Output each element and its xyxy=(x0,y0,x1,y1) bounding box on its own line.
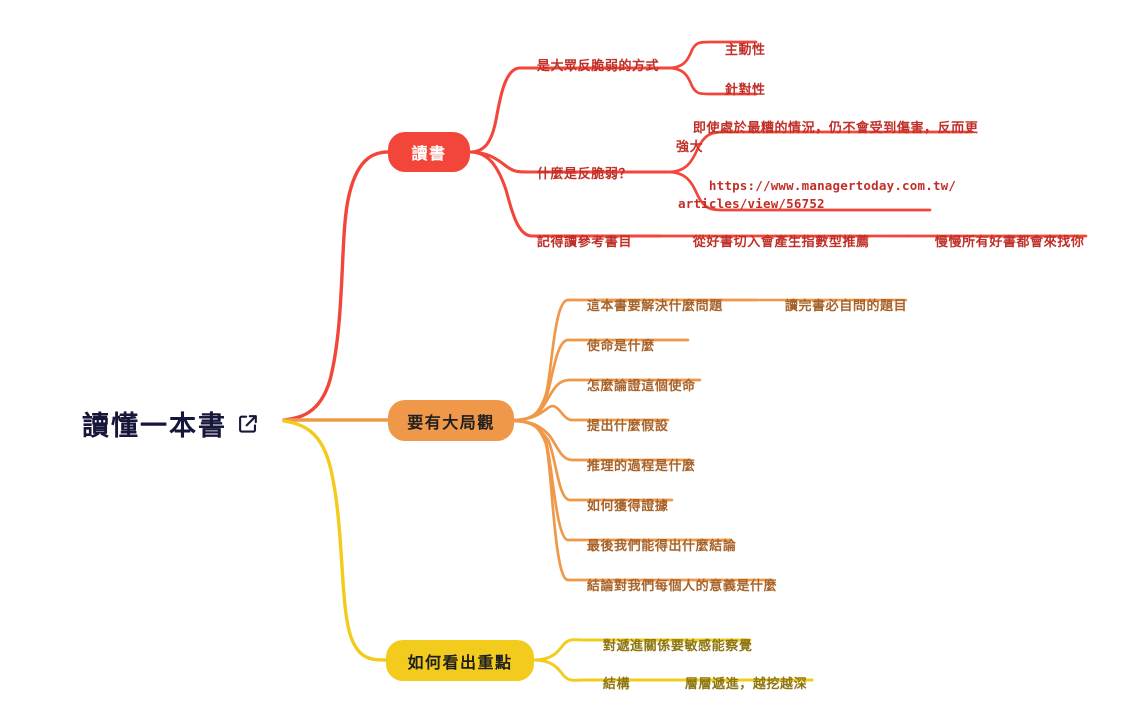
node-orange-4-label: 提出什麼假設 xyxy=(586,417,669,433)
node-orange-2-label: 使命是什麼 xyxy=(586,337,655,353)
node-red-1-2-label: 針對性 xyxy=(724,81,766,97)
node-red-1-label: 是大眾反脆弱的方式 xyxy=(536,57,660,73)
trunk-red xyxy=(282,150,390,422)
node-orange-3[interactable]: 怎麼論證這個使命 xyxy=(570,358,696,415)
node-orange-3-label: 怎麼論證這個使命 xyxy=(586,377,696,393)
node-red-3-1-1[interactable]: 慢慢所有好書都會來找你 xyxy=(918,214,1084,271)
node-yellow-2-label: 結構 xyxy=(602,675,631,691)
node-red-3[interactable]: 記得讀參考書目 xyxy=(520,214,632,271)
node-orange-4[interactable]: 提出什麼假設 xyxy=(570,398,668,455)
node-red-2[interactable]: 什麼是反脆弱？ xyxy=(520,146,632,203)
node-orange-1[interactable]: 這本書要解決什麼問題 xyxy=(570,278,723,335)
node-orange-1-1[interactable]: 讀完書必自問的題目 xyxy=(768,278,907,335)
branch-node-key-points[interactable]: 如何看出重點 xyxy=(386,640,534,681)
node-orange-5[interactable]: 推理的過程是什麼 xyxy=(570,438,696,495)
branch-node-key-points-label: 如何看出重點 xyxy=(407,654,513,672)
node-red-1-1[interactable]: 主動性 xyxy=(708,22,766,79)
branch-node-reading-label: 讀書 xyxy=(411,146,447,163)
node-red-2-1[interactable]: 即使處於最糟的情況，仍不會受到傷害，反而更 強大 xyxy=(676,100,979,175)
node-red-3-1-1-label: 慢慢所有好書都會來找你 xyxy=(934,233,1085,249)
node-yellow-2-1-label: 層層遞進，越挖越深 xyxy=(684,675,808,691)
node-red-1-1-label: 主動性 xyxy=(724,41,766,57)
node-orange-7[interactable]: 最後我們能得出什麼結論 xyxy=(570,518,736,575)
node-red-1-2[interactable]: 針對性 xyxy=(708,62,766,119)
root-node[interactable]: 讀懂一本書 xyxy=(82,404,259,443)
node-red-2-2-url-label: https://www.managertoday.com.tw/ article… xyxy=(678,178,957,212)
orange-connectors xyxy=(512,298,908,582)
node-red-3-1-label: 從好書切入會產生指數型推薦 xyxy=(692,233,870,249)
root-label: 讀懂一本書 xyxy=(82,411,227,441)
trunk-yellow xyxy=(282,419,388,662)
branch-node-big-picture-label: 要有大局觀 xyxy=(407,414,495,432)
node-yellow-1-label: 對遞進關係要敏感能察覺 xyxy=(602,637,753,653)
node-orange-7-label: 最後我們能得出什麼結論 xyxy=(586,537,737,553)
branch-node-reading[interactable]: 讀書 xyxy=(388,132,470,172)
node-orange-5-label: 推理的過程是什麼 xyxy=(586,457,696,473)
node-red-1[interactable]: 是大眾反脆弱的方式 xyxy=(520,38,659,95)
node-yellow-1[interactable]: 對遞進關係要敏感能察覺 xyxy=(586,618,752,675)
node-orange-1-1-label: 讀完書必自問的題目 xyxy=(784,297,908,313)
node-red-2-2-url[interactable]: https://www.managertoday.com.tw/ article… xyxy=(678,159,978,232)
node-red-2-label: 什麼是反脆弱？ xyxy=(536,165,633,181)
node-orange-6-label: 如何獲得證據 xyxy=(586,497,669,513)
node-yellow-2-1[interactable]: 層層遞進，越挖越深 xyxy=(668,656,807,713)
node-red-3-1[interactable]: 從好書切入會產生指數型推薦 xyxy=(676,214,870,271)
red-connectors xyxy=(468,40,1088,238)
external-link-icon[interactable] xyxy=(237,413,259,435)
branch-node-big-picture[interactable]: 要有大局觀 xyxy=(388,400,514,441)
yellow-connectors xyxy=(532,638,814,682)
node-orange-1-label: 這本書要解決什麼問題 xyxy=(586,297,723,313)
node-yellow-2[interactable]: 結構 xyxy=(586,656,630,713)
node-orange-2[interactable]: 使命是什麼 xyxy=(570,318,655,375)
node-red-3-label: 記得讀參考書目 xyxy=(536,233,633,249)
node-orange-6[interactable]: 如何獲得證據 xyxy=(570,478,668,535)
node-orange-8-label: 結論對我們每個人的意義是什麼 xyxy=(586,577,778,593)
node-red-2-1-label: 即使處於最糟的情況，仍不會受到傷害，反而更 強大 xyxy=(676,119,979,154)
node-orange-8[interactable]: 結論對我們每個人的意義是什麼 xyxy=(570,558,777,615)
